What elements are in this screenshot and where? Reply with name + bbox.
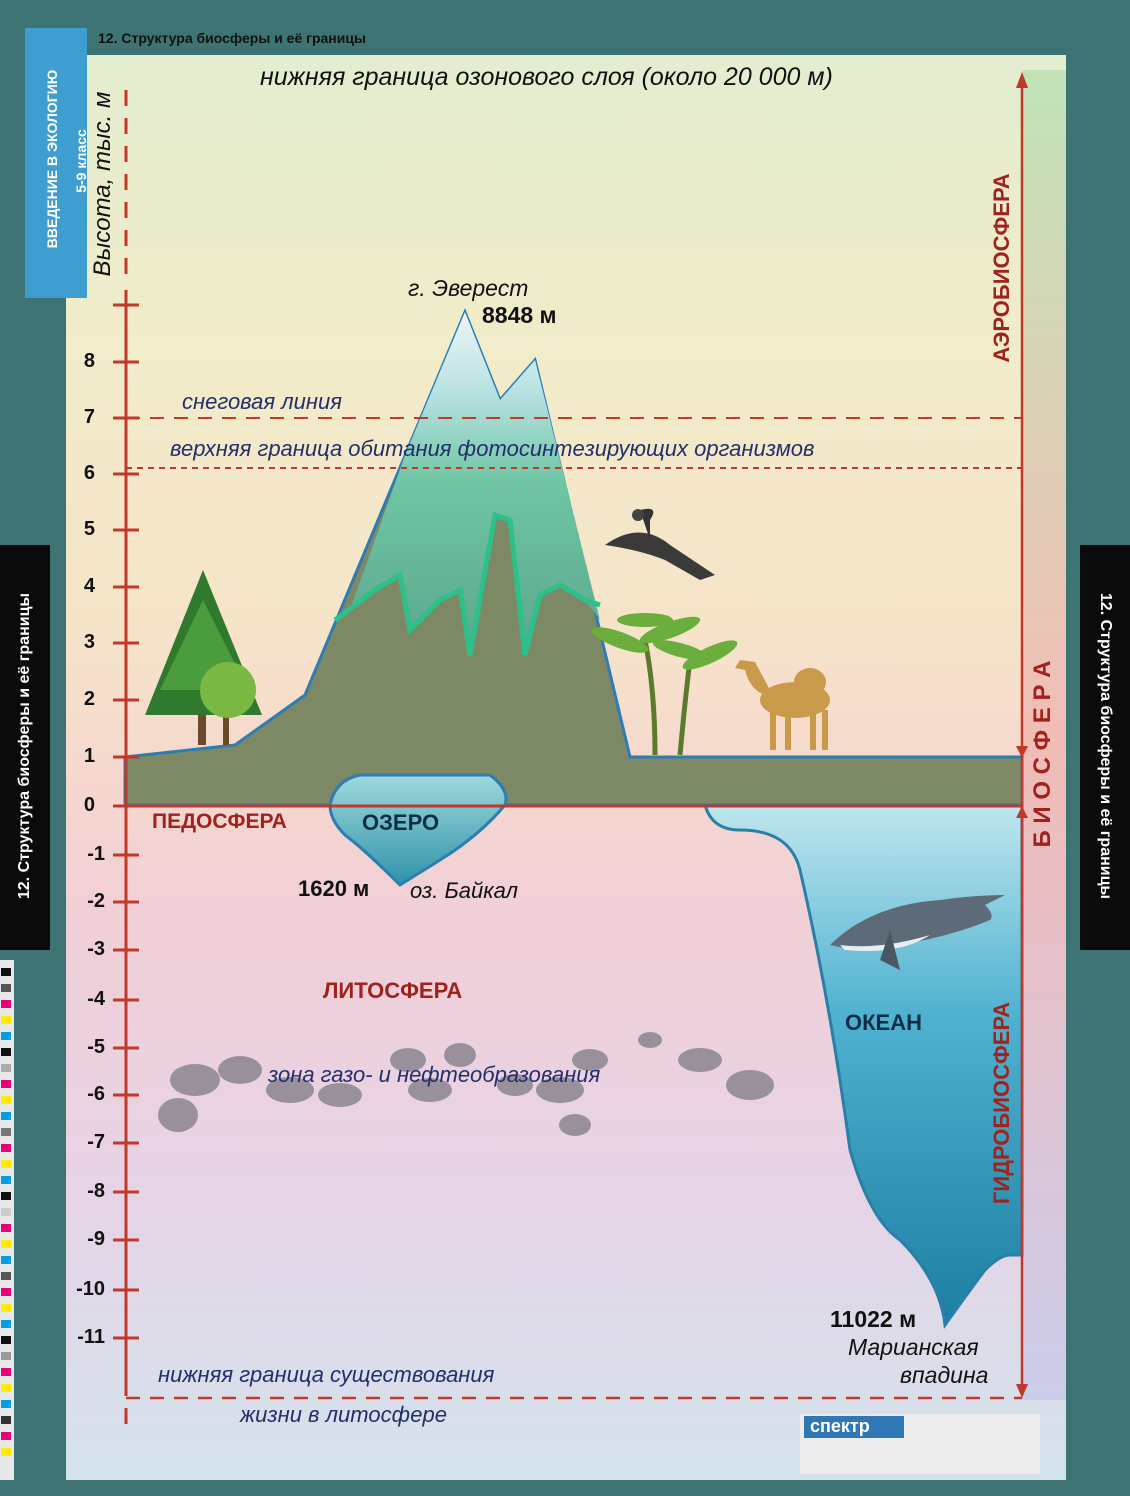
lake-baikal <box>328 773 508 887</box>
photosynthesis-limit-label: верхняя граница обитания фотосинтезирующ… <box>170 436 815 461</box>
baikal-depth-label: 1620 м <box>298 876 370 901</box>
tick-label: -9 <box>87 1228 105 1250</box>
lake-label: ОЗЕРО <box>362 810 440 835</box>
tick-label: 8 <box>83 350 95 372</box>
tick-label: -10 <box>76 1278 105 1300</box>
tick-label: -2 <box>87 890 105 912</box>
arrow-middle-down <box>1016 806 1028 818</box>
tick-label: -7 <box>87 1131 105 1153</box>
tick-label: 0 <box>83 794 95 816</box>
eagle <box>605 508 715 580</box>
tick-label: 1 <box>83 745 95 767</box>
tick-label: 4 <box>83 575 95 597</box>
tick-label: -3 <box>87 938 105 960</box>
palm-leaves <box>591 613 738 670</box>
lithosphere-label: ЛИТОСФЕРА <box>323 978 463 1003</box>
mariana-name-label-1: Марианская <box>848 1334 979 1360</box>
everest-name-label: г. Эверест <box>408 275 529 301</box>
biosphere-label: Б И О С Ф Е Р А <box>1029 660 1056 848</box>
mountain-snowcap <box>350 312 600 655</box>
gas-oil-zone-label: зона газо- и нефтеобразования <box>268 1062 601 1087</box>
conifer-tree <box>145 570 262 745</box>
everest-height-label: 8848 м <box>482 302 557 328</box>
lower-limit-label-1: нижняя граница существования <box>158 1362 495 1387</box>
ocean-label: ОКЕАН <box>845 1010 922 1035</box>
tick-label: -8 <box>87 1180 105 1202</box>
tick-label: -1 <box>87 843 105 865</box>
aerobiosphere-label: АЭРОБИОСФЕРА <box>989 173 1014 363</box>
deciduous-tree <box>200 662 256 745</box>
gas-oil-deposits <box>158 1032 774 1136</box>
series-tab: ВВЕДЕНИЕ В ЭКОЛОГИЮ 5-9 класс <box>25 28 89 298</box>
tick-label: 5 <box>83 518 95 540</box>
left-side-title-bar: 12. Структура биосферы и её границы <box>0 545 50 950</box>
tick-label: 2 <box>83 688 95 710</box>
poster-title: 12. Структура биосферы и её границы <box>98 30 366 46</box>
tick-label: -6 <box>87 1083 105 1105</box>
pedosphere-label: ПЕДОСФЕРА <box>152 810 287 833</box>
snow-line-label: снеговая линия <box>182 389 343 414</box>
mariana-depth-label: 11022 м <box>830 1306 917 1332</box>
tick-label: -4 <box>87 988 105 1010</box>
tick-label: 7 <box>83 406 95 428</box>
arrow-bottom <box>1016 1384 1028 1398</box>
right-side-title-bar: 12. Структура биосферы и её границы <box>1080 545 1130 950</box>
tick-label: 6 <box>83 462 95 484</box>
dolphin <box>830 895 1005 970</box>
lower-limit-label-2: жизни в литосфере <box>240 1402 447 1427</box>
baikal-name-label: оз. Байкал <box>410 878 519 903</box>
publisher-logo: спектр <box>804 1416 904 1438</box>
publisher-block: спектр <box>800 1414 1040 1474</box>
tick-label: 3 <box>83 631 95 653</box>
arrow-top <box>1016 72 1028 88</box>
ozone-limit-label: нижняя граница озонового слоя (около 20 … <box>260 63 833 91</box>
arrow-middle-up <box>1016 746 1028 758</box>
ocean-water <box>703 803 1024 1330</box>
color-calibration-strip <box>0 960 14 1480</box>
axis-label: Высота, тыс. м <box>89 91 116 277</box>
tick-label: -11 <box>77 1326 105 1348</box>
publisher-logo-text: спектр <box>810 1416 870 1436</box>
mariana-name-label-2: впадина <box>900 1362 989 1388</box>
camel <box>735 660 830 750</box>
biosphere-band <box>1022 70 1066 1400</box>
vegetation-line <box>333 511 601 656</box>
hydrobiosphere-label: ГИДРОБИОСФЕРА <box>989 1001 1014 1205</box>
tick-label: -5 <box>87 1036 105 1058</box>
